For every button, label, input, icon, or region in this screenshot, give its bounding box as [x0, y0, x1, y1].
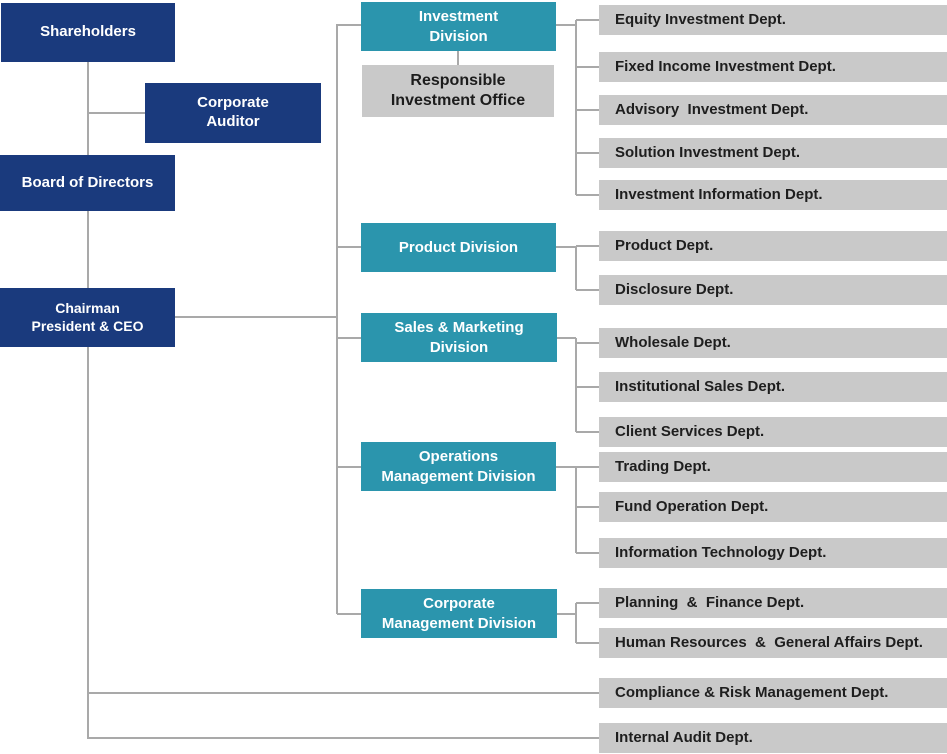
corporate-auditor-box: Corporate Auditor — [145, 83, 321, 143]
dept-box-equity-investment: Equity Investment Dept. — [599, 5, 947, 35]
division-label: Sales & Marketing Division — [394, 319, 524, 356]
board-of-directors-label: Board of Directors — [21, 173, 154, 191]
division-box-investment: Investment Division — [361, 2, 556, 51]
dept-box-wholesale: Wholesale Dept. — [599, 328, 947, 358]
chairman-president-ceo-label: Chairman President & CEO — [31, 300, 144, 334]
dept-box-fixed-income-investment: Fixed Income Investment Dept. — [599, 52, 947, 82]
division-box-operations-management: Operations Management Division — [361, 442, 556, 491]
responsible-investment-office-label: Responsible Investment Office — [390, 72, 526, 109]
dept-box-advisory-investment: Advisory Investment Dept. — [599, 95, 947, 125]
dept-box-information-technology: Information Technology Dept. — [599, 538, 947, 568]
shareholders-box: Shareholders — [1, 3, 175, 62]
division-box-sales-marketing: Sales & Marketing Division — [361, 313, 557, 362]
dept-box-internal-audit: Internal Audit Dept. — [599, 723, 947, 753]
dept-box-compliance-risk-management: Compliance & Risk Management Dept. — [599, 678, 947, 708]
board-of-directors-box: Board of Directors — [0, 155, 175, 211]
division-box-product: Product Division — [361, 223, 556, 272]
division-label: Corporate Management Division — [381, 595, 537, 632]
dept-box-investment-information: Investment Information Dept. — [599, 180, 947, 210]
chairman-president-ceo-box: Chairman President & CEO — [0, 288, 175, 347]
division-label: Operations Management Division — [381, 448, 536, 485]
dept-box-solution-investment: Solution Investment Dept. — [599, 138, 947, 168]
corporate-auditor-label: Corporate Auditor — [197, 94, 269, 130]
dept-box-fund-operation: Fund Operation Dept. — [599, 492, 947, 522]
dept-box-trading: Trading Dept. — [599, 452, 947, 482]
dept-box-planning-finance: Planning & Finance Dept. — [599, 588, 947, 618]
division-label: Product Division — [398, 238, 519, 256]
dept-box-disclosure: Disclosure Dept. — [599, 275, 947, 305]
dept-box-institutional-sales: Institutional Sales Dept. — [599, 372, 947, 402]
dept-box-client-services: Client Services Dept. — [599, 417, 947, 447]
dept-box-product: Product Dept. — [599, 231, 947, 261]
division-box-corporate-management: Corporate Management Division — [361, 589, 557, 638]
division-label: Investment Division — [418, 8, 499, 45]
shareholders-label: Shareholders — [40, 23, 136, 41]
responsible-investment-office-box: Responsible Investment Office — [362, 65, 554, 117]
dept-box-human-resources-ga: Human Resources & General Affairs Dept. — [599, 628, 947, 658]
